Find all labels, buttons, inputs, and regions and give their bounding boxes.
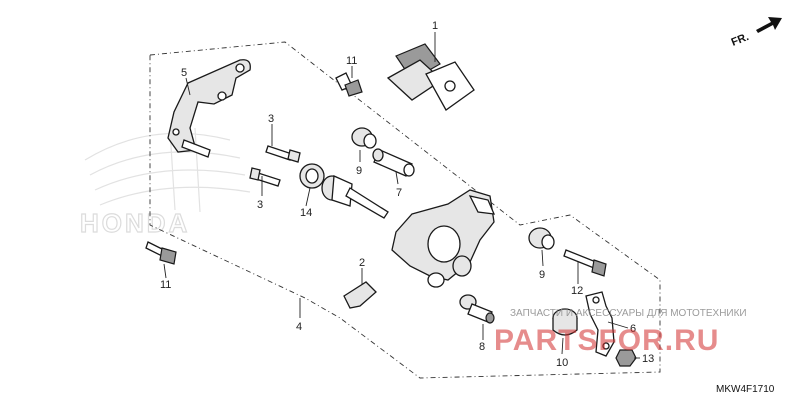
slide-pin-bottom	[249, 167, 281, 187]
callout-2: 2	[359, 257, 365, 269]
callout-8: 8	[479, 341, 485, 353]
pin-sleeve	[372, 148, 415, 177]
flange-bolt-top	[335, 72, 363, 97]
piston-seal	[299, 163, 325, 189]
honda-watermark-text: HONDA	[80, 208, 190, 238]
pin-bolt	[563, 249, 607, 277]
callout-14: 14	[300, 207, 312, 219]
caliper-bracket	[167, 59, 251, 158]
callout-1: 1	[432, 20, 438, 32]
front-direction-indicator: FR.	[730, 17, 782, 49]
bleeder-cap	[552, 308, 578, 336]
callout-9-top: 9	[356, 165, 362, 177]
callout-11-top: 11	[346, 55, 357, 67]
callout-9-right: 9	[539, 269, 545, 281]
front-direction-label: FR.	[730, 31, 751, 49]
dust-boot-top	[351, 127, 377, 149]
hex-nut	[615, 349, 637, 367]
leader-lines	[163, 32, 640, 359]
callout-3-top: 3	[268, 113, 274, 125]
flange-bolt-bottom	[145, 241, 177, 265]
honda-watermark: HONDA	[79, 127, 251, 239]
callout-7: 7	[396, 187, 402, 199]
callout-11-bottom: 11	[160, 279, 171, 291]
callout-labels: 1 5 11 3 3 9 7 14 2 11 4 9 12 8 10 6 13	[160, 20, 654, 369]
brake-pad-set	[386, 43, 475, 111]
site-watermark-tagline: ЗАПЧАСТИ И АКСЕССУАРЫ ДЛЯ МОТОТЕХНИКИ	[510, 308, 747, 319]
callout-12: 12	[571, 285, 583, 297]
caliper-pin-long	[321, 175, 389, 219]
site-watermark-logo: PARTSFOR.RU	[494, 324, 719, 357]
front-arrow-icon	[756, 17, 782, 33]
site-watermark: ЗАПЧАСТИ И АКСЕССУАРЫ ДЛЯ МОТОТЕХНИКИ PA…	[494, 308, 747, 357]
callout-6: 6	[630, 323, 636, 335]
callout-3-bottom: 3	[257, 199, 263, 211]
slide-pin-top	[265, 145, 301, 163]
mount-plate	[585, 291, 615, 357]
caliper-body	[391, 189, 496, 288]
callout-5: 5	[181, 67, 187, 79]
diagram-code: MKW4F1710	[716, 384, 775, 395]
pad-retainer-clip	[343, 281, 377, 309]
callout-10: 10	[556, 357, 568, 369]
bleeder-valve	[459, 294, 495, 324]
callout-13: 13	[642, 353, 654, 365]
assembly-frame	[149, 41, 661, 379]
callout-4: 4	[296, 321, 302, 333]
dust-boot-right	[528, 227, 555, 250]
